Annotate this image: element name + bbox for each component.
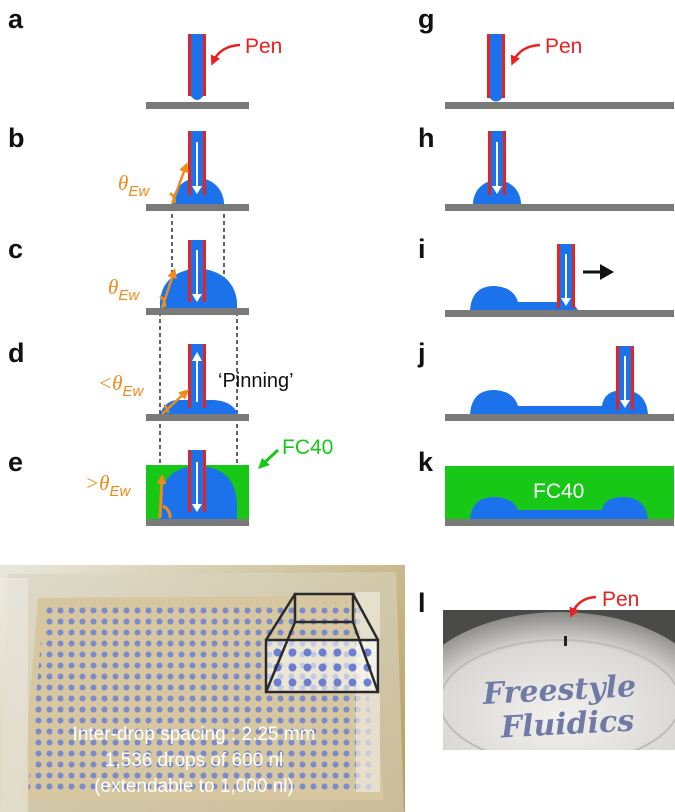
pen-label: Pen xyxy=(602,588,639,611)
zoom-inset-box xyxy=(264,592,380,694)
panel-label-l: l xyxy=(418,588,426,618)
substrate xyxy=(146,102,249,109)
panel-label-g: g xyxy=(418,4,435,34)
pen-pointer-arrow xyxy=(569,595,597,618)
panel-label-c: c xyxy=(8,234,23,264)
fluidics-text: Fluidics xyxy=(499,704,635,746)
zoom-source-box xyxy=(293,592,355,624)
pen xyxy=(188,34,206,100)
greater-than-theta-ew-label: >θEw xyxy=(85,471,132,500)
inter-drop-spacing-text: Inter-drop spacing : 2.25 mm xyxy=(73,724,316,745)
substrate xyxy=(445,102,674,109)
substrate xyxy=(146,519,249,526)
fc40-pointer-arrow xyxy=(262,448,280,465)
pen-label: Pen xyxy=(545,35,582,58)
contact-angle-arrow xyxy=(170,162,189,205)
panel-a-diagram: Pen xyxy=(146,34,282,109)
substrate xyxy=(146,414,249,421)
pinning-label: ‘Pinning’ xyxy=(218,370,294,392)
panel-i-diagram xyxy=(445,244,674,317)
connected-droplets xyxy=(470,390,648,414)
pen-pointer-arrow xyxy=(510,43,541,66)
panel-h-diagram xyxy=(445,131,674,211)
panel-k-diagram: FC40 xyxy=(445,466,674,526)
panel-label-e: e xyxy=(8,447,23,477)
extendable-volume-text: (extendable to 1,000 nl) xyxy=(94,776,294,797)
drop-count-text: 1,536 drops of 600 nl xyxy=(105,750,284,771)
panel-label-a: a xyxy=(8,4,24,34)
panel-g-diagram: Pen xyxy=(445,34,674,109)
theta-ew-label: θEw xyxy=(118,171,150,200)
pen-tip xyxy=(564,636,567,646)
substrate xyxy=(445,519,674,526)
fc40-label: FC40 xyxy=(533,480,584,503)
substrate xyxy=(445,204,674,211)
panel-label-k: k xyxy=(418,447,434,477)
substrate xyxy=(146,204,249,211)
theta-ew-label: θEw xyxy=(108,275,140,304)
freestyle-text: Freestyle xyxy=(481,669,637,712)
dragged-fluid-trail xyxy=(470,286,578,310)
panel-label-i: i xyxy=(418,234,426,264)
panel-label-j: j xyxy=(417,338,426,368)
panel-f-photo: Inter-drop spacing : 2.25 mm 1,536 drops… xyxy=(0,565,405,812)
pen xyxy=(487,34,505,102)
pen-pointer-arrow xyxy=(210,43,241,66)
panel-label-h: h xyxy=(418,123,435,153)
pen-label: Pen xyxy=(245,35,282,58)
panel-label-b: b xyxy=(8,123,25,153)
contact-angle-arrow xyxy=(160,268,177,309)
panel-b-diagram: θEw xyxy=(118,131,249,211)
panel-c-diagram: θEw xyxy=(108,240,249,315)
less-than-theta-ew-label: <θEw xyxy=(98,371,145,400)
panel-d-diagram: <θEw ‘Pinning’ xyxy=(98,344,294,421)
substrate xyxy=(445,310,674,317)
contact-angle-arrow xyxy=(156,474,167,519)
contact-angle-arrow xyxy=(161,389,189,415)
panel-label-d: d xyxy=(8,338,25,368)
fc40-label: FC40 xyxy=(282,436,333,459)
panel-l-photo: Freestyle Fluidics Pen xyxy=(443,588,675,750)
panel-j-diagram xyxy=(445,346,674,421)
contact-angle-arc xyxy=(162,504,172,519)
panel-e-diagram: >θEw FC40 xyxy=(85,436,333,526)
substrate xyxy=(146,308,249,315)
substrate xyxy=(445,414,674,421)
connected-droplets xyxy=(470,497,648,519)
